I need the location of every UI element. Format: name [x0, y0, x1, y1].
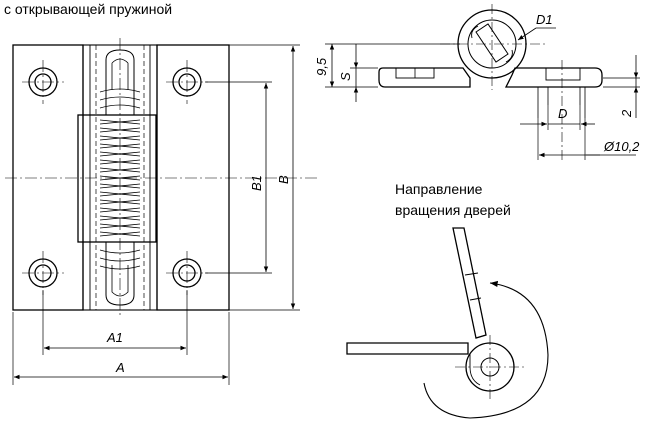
- dim-line-D1: [517, 27, 537, 41]
- rotation-label-line1: Направление: [395, 181, 483, 197]
- rotation-arrow: [423, 280, 549, 419]
- center-knuckle: [77, 114, 157, 243]
- right-leaf: [156, 44, 230, 311]
- dim-label-D1: D1: [536, 12, 553, 27]
- dim-label-B1: B1: [249, 175, 264, 191]
- hinge-side-view: [325, 4, 640, 160]
- side-left-leaf: [378, 67, 471, 88]
- dim-label-A: A: [115, 360, 125, 375]
- dim-label-S: S: [338, 72, 353, 81]
- hinge-rotation-view: [346, 227, 549, 419]
- left-leaf: [12, 44, 84, 311]
- dim-label-D: D: [558, 106, 567, 121]
- dim-label-A1: A1: [106, 330, 123, 345]
- rotation-horizontal-leaf: [346, 342, 469, 355]
- rotation-label-line2: вращения дверей: [395, 202, 511, 218]
- dim-label-diameter: Ø10,2: [603, 139, 640, 154]
- drawing-caption: с открывающей пружиной: [4, 1, 172, 17]
- spring-end-top: [105, 49, 135, 115]
- hinge-front-view: [5, 38, 320, 385]
- dim-label-9-5: 9,5: [314, 57, 329, 76]
- dim-label-B: B: [276, 175, 291, 184]
- side-right-leaf: [504, 67, 603, 88]
- rotation-vertical-leaf: [452, 227, 487, 339]
- dim-label-2: 2: [619, 109, 634, 118]
